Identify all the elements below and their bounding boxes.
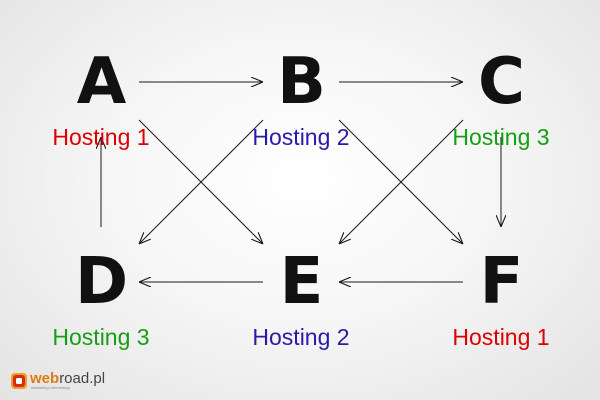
node-e-hosting-label: Hosting 2 (252, 324, 350, 350)
node-f-hosting-label: Hosting 1 (452, 324, 550, 350)
node-d-letter: D (74, 245, 128, 319)
webroad-logo-tagline: marketing internetowy (31, 385, 71, 390)
webroad-logo-icon (11, 373, 27, 389)
node-a: A Hosting 1 (31, 50, 171, 150)
node-c: C Hosting 3 (431, 50, 571, 150)
node-b-hosting-label: Hosting 2 (252, 124, 350, 150)
node-d-hosting-label: Hosting 3 (52, 324, 150, 350)
node-a-hosting-label: Hosting 1 (52, 124, 150, 150)
node-d: D Hosting 3 (31, 250, 171, 350)
node-b-letter: B (277, 45, 326, 119)
node-a-letter: A (76, 45, 127, 119)
arrow-b-to-d (139, 119, 264, 244)
arrow-c-to-e (339, 119, 464, 244)
node-c-letter: C (478, 45, 525, 119)
webroad-logo-suffix: road.pl (59, 370, 106, 387)
node-c-hosting-label: Hosting 3 (452, 124, 550, 150)
node-f-letter: F (479, 245, 524, 319)
webroad-logo-text: webroad.pl (30, 371, 105, 386)
node-e-letter: E (279, 245, 324, 319)
node-f: F Hosting 1 (431, 250, 571, 350)
node-e: E Hosting 2 (231, 250, 371, 350)
webroad-logo-prefix: web (30, 370, 60, 387)
node-b: B Hosting 2 (231, 50, 371, 150)
